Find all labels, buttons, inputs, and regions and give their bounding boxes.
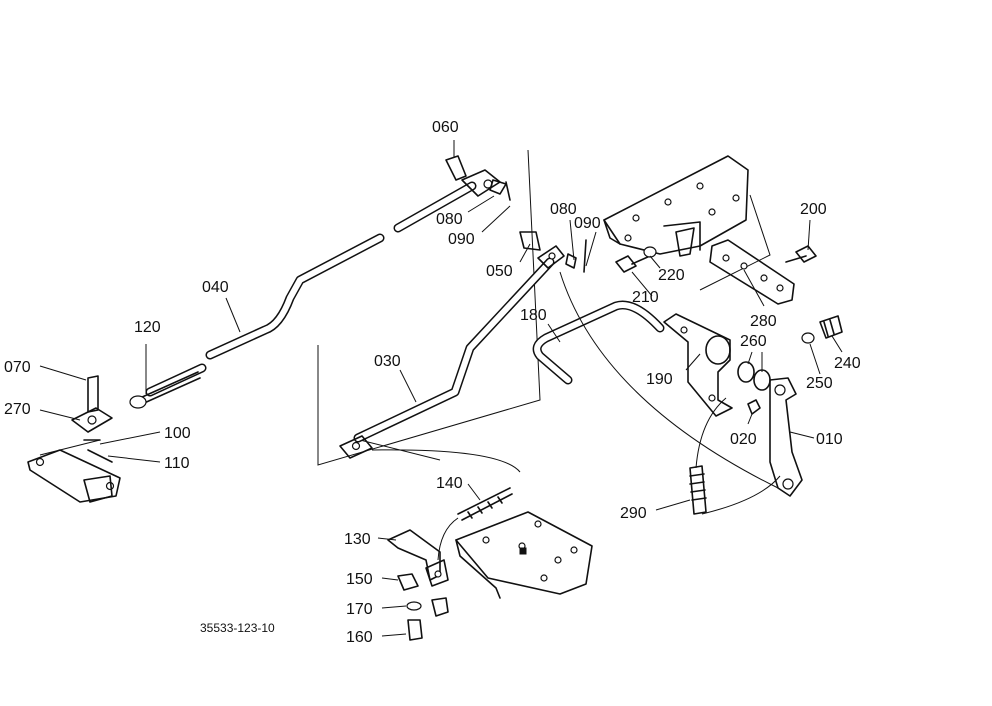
label-270: 270 — [4, 401, 31, 418]
bracket-130 — [387, 529, 449, 641]
leader-lines — [39, 140, 843, 637]
bolts-right — [615, 245, 817, 273]
label-090-upper: 090 — [448, 231, 475, 248]
plate-280 — [709, 239, 795, 305]
label-040: 040 — [202, 279, 229, 296]
label-030: 030 — [374, 353, 401, 370]
label-200: 200 — [800, 201, 827, 218]
spring-290 — [559, 271, 781, 515]
label-260: 260 — [740, 333, 767, 350]
label-010: 010 — [816, 431, 843, 448]
bolt-240 — [801, 315, 843, 344]
rod-180 — [532, 300, 665, 385]
label-240: 240 — [834, 355, 861, 372]
label-050: 050 — [486, 263, 513, 280]
label-060: 060 — [432, 119, 459, 136]
label-220: 220 — [658, 267, 685, 284]
lever-190 — [663, 313, 733, 417]
label-160: 160 — [346, 629, 373, 646]
rod-030 — [339, 231, 587, 459]
label-020: 020 — [730, 431, 757, 448]
pedal-plate — [455, 511, 593, 599]
part-labels: 060 080 090 050 080 090 040 120 070 270 … — [4, 119, 861, 646]
label-080-lower: 080 — [550, 201, 577, 218]
clevis-060 — [445, 155, 511, 201]
label-140: 140 — [436, 475, 463, 492]
bushings-260 — [737, 361, 771, 391]
label-210: 210 — [632, 289, 659, 306]
drawing-code: 35533-123-10 — [200, 621, 275, 635]
label-120: 120 — [134, 319, 161, 336]
label-080-upper: 080 — [436, 211, 463, 228]
spring-140 — [371, 449, 521, 561]
rod-040 — [145, 181, 477, 397]
linkage-bracket-left — [27, 371, 201, 503]
label-290: 290 — [620, 505, 647, 522]
upper-bracket — [603, 155, 749, 257]
label-250: 250 — [806, 375, 833, 392]
label-100: 100 — [164, 425, 191, 442]
label-090-lower: 090 — [574, 215, 601, 232]
label-130: 130 — [344, 531, 371, 548]
arm-010 — [747, 377, 803, 497]
label-170: 170 — [346, 601, 373, 618]
label-180: 180 — [520, 307, 547, 324]
label-150: 150 — [346, 571, 373, 588]
label-280: 280 — [750, 313, 777, 330]
label-070: 070 — [4, 359, 31, 376]
label-190: 190 — [646, 371, 673, 388]
label-110: 110 — [164, 455, 190, 472]
